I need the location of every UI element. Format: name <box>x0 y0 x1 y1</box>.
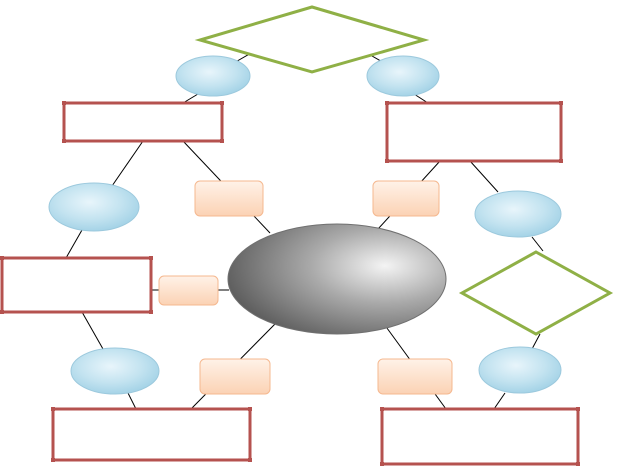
box-corner-marker <box>51 407 55 411</box>
connector-line <box>127 392 137 410</box>
box-corner-marker <box>380 407 384 411</box>
box-corner-marker <box>62 139 66 143</box>
box-corner-marker <box>380 462 384 466</box>
connector-line <box>531 236 544 252</box>
box-bottom-left <box>51 407 252 462</box>
box-upper-left <box>62 101 224 143</box>
connector-line <box>65 229 83 259</box>
top-decision-diamond <box>194 5 430 74</box>
box-corner-marker <box>0 256 4 260</box>
box-upper-right <box>385 101 563 163</box>
box-middle-left <box>0 256 153 314</box>
right-decision-diamond <box>458 250 614 336</box>
box-corner-marker <box>248 458 252 462</box>
connector-line <box>531 333 541 350</box>
orange-connector-tag <box>158 275 219 306</box>
box-corner-marker <box>62 101 66 105</box>
blue-oval-node <box>48 182 140 232</box>
connector-line <box>469 160 499 193</box>
orange-connector-tag <box>377 358 453 395</box>
box-corner-marker <box>385 159 389 163</box>
blue-oval-node <box>478 346 562 394</box>
box-corner-markers <box>0 101 580 466</box>
box-corner-marker <box>220 101 224 105</box>
box-corner-marker <box>559 101 563 105</box>
blue-oval-node <box>366 55 440 97</box>
box-corner-marker <box>559 159 563 163</box>
orange-connector-tag <box>199 358 271 395</box>
connector-line <box>111 140 144 187</box>
box-corner-marker <box>0 310 4 314</box>
box-bottom-right <box>380 407 580 466</box>
blue-oval-node <box>70 347 160 395</box>
box-corner-marker <box>248 407 252 411</box>
box-corner-marker <box>220 139 224 143</box>
connector-line <box>493 392 506 410</box>
box-corner-marker <box>576 462 580 466</box>
central-hub-oval <box>227 223 447 335</box>
blue-oval-node <box>474 190 562 238</box>
connector-line <box>81 311 104 350</box>
orange-connector-tag <box>194 180 264 217</box>
box-corner-marker <box>149 256 153 260</box>
blue-oval-node <box>175 55 251 97</box>
orange-connector-tag <box>372 180 440 217</box>
box-corner-marker <box>51 458 55 462</box>
box-corner-marker <box>385 101 389 105</box>
box-corner-marker <box>149 310 153 314</box>
box-corner-marker <box>576 407 580 411</box>
